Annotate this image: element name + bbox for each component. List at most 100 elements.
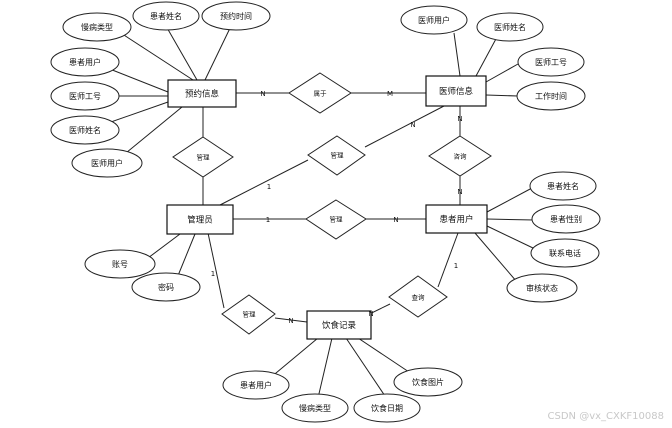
card-query-patient: N <box>457 188 462 196</box>
card-admin-mdiet: 1 <box>211 270 215 278</box>
rel-query-doctor[interactable]: 咨询 <box>428 135 492 177</box>
attr-appt-time: 预约时间 <box>201 1 271 31</box>
svg-text:医师信息: 医师信息 <box>439 86 474 97</box>
edge-diet-puser <box>269 337 319 379</box>
svg-text:管理: 管理 <box>243 310 257 319</box>
svg-text:预约信息: 预约信息 <box>185 89 220 100</box>
svg-text:患者姓名: 患者姓名 <box>547 181 579 191</box>
attr-appt-doctor-name: 医师姓名 <box>50 115 120 145</box>
entity-diet-record[interactable]: 饮食记录 <box>306 310 372 340</box>
attr-patient-name: 患者姓名 <box>529 171 597 201</box>
svg-text:属于: 属于 <box>314 90 328 98</box>
rel-belongs-to[interactable]: 属于 <box>288 72 352 114</box>
attr-doctor-worktime: 工作时间 <box>516 81 586 111</box>
svg-text:患者性别: 患者性别 <box>550 214 582 224</box>
attr-patient-gender: 患者性别 <box>531 204 601 234</box>
svg-text:管理: 管理 <box>330 215 344 224</box>
rel-manage-appointment[interactable]: 管理 <box>172 136 234 178</box>
svg-text:管理: 管理 <box>331 151 345 160</box>
svg-text:预约时间: 预约时间 <box>220 11 252 21</box>
attr-diet-patient-user: 患者用户 <box>222 370 290 400</box>
card-appt-belongs: N <box>260 90 265 98</box>
attr-doctor-no: 医师工号 <box>517 47 585 77</box>
svg-text:管理员: 管理员 <box>187 215 213 226</box>
attr-appt-doctor-no: 医师工号 <box>50 81 120 111</box>
svg-text:患者用户: 患者用户 <box>69 57 101 67</box>
rel-query-diet[interactable]: 查询 <box>388 275 448 318</box>
edge-diet-disease <box>317 337 333 399</box>
edge-admin-account <box>147 233 181 259</box>
edge-admin-mdiet <box>207 232 225 309</box>
cardinality-labels: N M 1 N N N 1 N 1 N 1 N <box>211 90 463 325</box>
card-admin-mdoc: 1 <box>267 183 271 191</box>
svg-text:账号: 账号 <box>112 260 128 269</box>
attr-admin-password: 密码 <box>131 272 201 302</box>
svg-text:联系电话: 联系电话 <box>549 248 581 258</box>
svg-text:咨询: 咨询 <box>454 152 468 161</box>
svg-text:患者用户: 患者用户 <box>439 214 473 225</box>
svg-text:医师姓名: 医师姓名 <box>69 125 101 135</box>
edge-patient-qdiet <box>437 232 459 288</box>
card-qdiet-diet: N <box>368 310 373 318</box>
svg-text:饮食日期: 饮食日期 <box>371 403 403 413</box>
edge-patient-gender <box>486 218 535 221</box>
svg-text:查询: 查询 <box>412 293 426 302</box>
svg-text:慢病类型: 慢病类型 <box>299 403 331 413</box>
card-doctor-query: N <box>457 115 462 123</box>
edge-appt-time <box>204 23 233 81</box>
attr-admin-account: 账号 <box>84 249 156 279</box>
card-mpat-patient: N <box>393 216 398 224</box>
edge-doctor-user <box>453 32 461 77</box>
rel-manage-diet[interactable]: 管理 <box>221 294 276 335</box>
edge-patient-phone <box>486 225 534 249</box>
svg-text:饮食记录: 饮食记录 <box>322 320 357 331</box>
attr-doctor-name: 医师姓名 <box>476 12 544 42</box>
svg-text:审核状态: 审核状态 <box>526 283 558 293</box>
card-patient-qdiet: 1 <box>454 262 458 270</box>
rel-manage-patient[interactable]: 管理 <box>305 199 367 240</box>
edge-patient-name <box>486 187 533 213</box>
edge-doctor-worktime <box>485 94 519 97</box>
entity-admin[interactable]: 管理员 <box>166 204 234 235</box>
edge-diet-date <box>345 337 388 400</box>
svg-text:饮食图片: 饮食图片 <box>412 377 444 387</box>
attr-doctor-user: 医师用户 <box>400 5 468 35</box>
edge-diet-image <box>354 335 413 375</box>
entity-patient[interactable]: 患者用户 <box>425 204 488 234</box>
svg-text:医师工号: 医师工号 <box>535 57 567 67</box>
attr-appt-patient-user: 患者用户 <box>50 47 120 77</box>
svg-text:医师用户: 医师用户 <box>418 15 450 25</box>
svg-text:患者用户: 患者用户 <box>240 380 272 390</box>
edge-mdiet-diet <box>274 317 308 323</box>
entity-appointment[interactable]: 预约信息 <box>167 79 237 108</box>
attr-diet-disease-type: 慢病类型 <box>281 393 349 423</box>
watermark: CSDN @vx_CXKF10088 <box>547 411 664 422</box>
edge-doctor-name <box>475 36 498 77</box>
edge-doctor-no <box>485 63 519 83</box>
attr-diet-date: 饮食日期 <box>353 393 421 423</box>
svg-text:患者姓名: 患者姓名 <box>150 11 182 21</box>
attr-patient-phone: 联系电话 <box>530 238 600 268</box>
attr-appt-patient-name: 患者姓名 <box>132 1 200 31</box>
entity-doctor[interactable]: 医师信息 <box>425 75 487 107</box>
edge-patient-status <box>474 232 518 283</box>
edge-mdoc-doctor <box>364 105 445 148</box>
attr-patient-review-status: 审核状态 <box>506 273 578 303</box>
card-belongs-doctor: M <box>387 90 393 98</box>
edge-admin-mdoc <box>219 159 309 206</box>
card-mdiet-diet: N <box>288 317 293 325</box>
svg-text:医师用户: 医师用户 <box>91 158 123 168</box>
svg-text:密码: 密码 <box>158 282 174 292</box>
svg-text:慢病类型: 慢病类型 <box>81 22 113 32</box>
edge-appt-pname <box>165 25 198 81</box>
card-admin-mpat: 1 <box>266 216 270 224</box>
attr-appt-disease-type: 慢病类型 <box>62 12 132 42</box>
svg-text:医师工号: 医师工号 <box>69 91 101 101</box>
attr-diet-image: 饮食图片 <box>393 367 463 397</box>
svg-text:工作时间: 工作时间 <box>535 91 567 101</box>
attr-appt-doctor-user: 医师用户 <box>71 148 143 178</box>
svg-text:管理: 管理 <box>197 153 211 162</box>
card-mdoc-doctor: N <box>410 121 415 129</box>
rel-manage-doctor[interactable]: 管理 <box>307 135 366 176</box>
